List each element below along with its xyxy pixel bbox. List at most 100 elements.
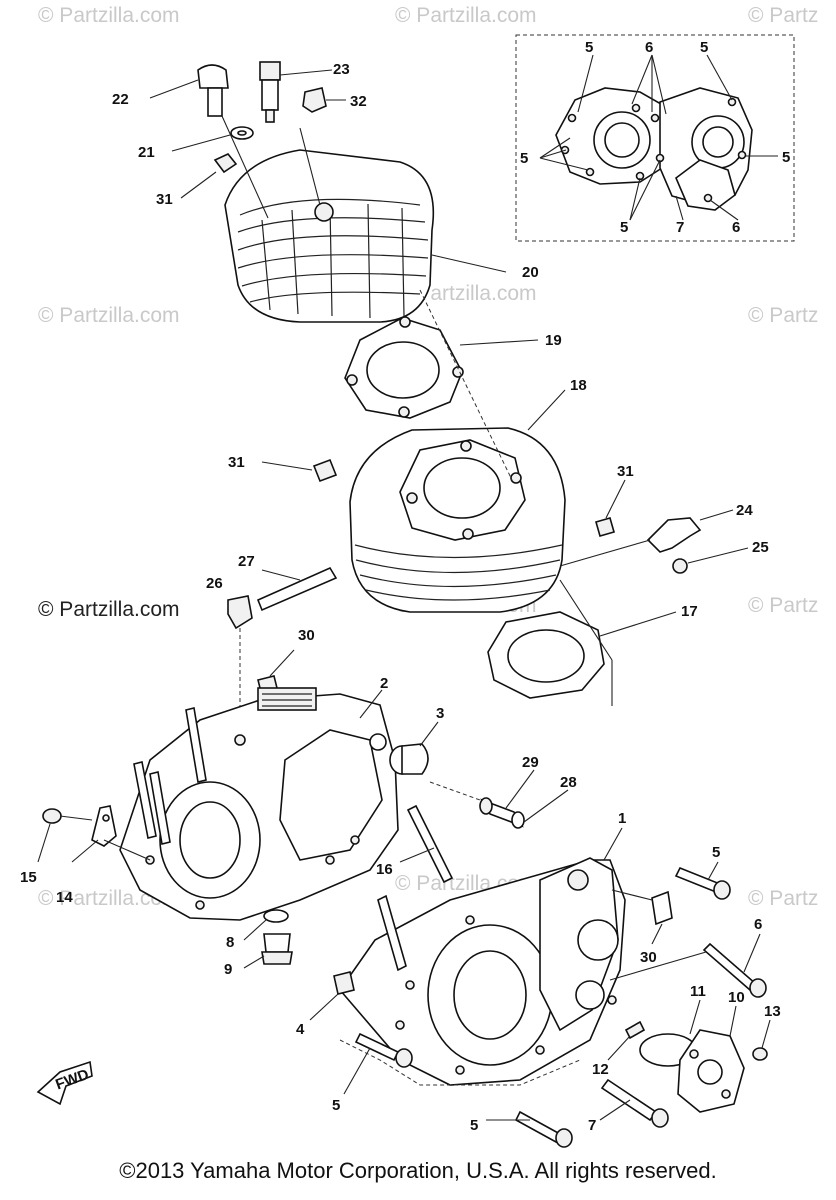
stud-axis-line <box>419 289 513 481</box>
label-4: 4 <box>296 1021 305 1038</box>
watermark-dark: © Partzilla.com <box>38 598 180 621</box>
bolt-5-upper-right <box>674 861 731 900</box>
bolt-5-lower-left <box>343 1032 413 1095</box>
label-20: 20 <box>522 264 539 281</box>
label-30: 30 <box>640 949 657 966</box>
label-31: 31 <box>617 463 634 480</box>
watermark: © Partz <box>748 304 818 327</box>
bolt-7 <box>599 1078 669 1128</box>
label-30: 30 <box>298 627 315 644</box>
inset-frame <box>515 34 795 242</box>
label-7: 7 <box>676 219 684 236</box>
pin-12 <box>624 1020 646 1040</box>
pipe-27 <box>256 566 338 612</box>
label-13: 13 <box>764 1003 781 1020</box>
stud-16 <box>406 804 454 884</box>
label-29: 29 <box>522 754 539 771</box>
cylinder-18 <box>349 289 566 613</box>
reed-block <box>257 687 317 711</box>
watermark: © Partzilla.com <box>38 4 180 27</box>
bolt-5-lower-mid <box>486 1110 573 1148</box>
crankcase-inset <box>515 34 795 242</box>
label-6: 6 <box>732 219 740 236</box>
label-3: 3 <box>436 705 444 722</box>
label-26: 26 <box>206 575 223 592</box>
label-5: 5 <box>520 150 528 167</box>
inset-bore-right-inner <box>702 126 734 158</box>
label-16: 16 <box>376 861 393 878</box>
label-1: 1 <box>618 810 626 827</box>
forward-direction-arrow-icon: FWD <box>36 1060 93 1106</box>
cylinder-bore <box>423 457 501 519</box>
inset-bore-left-inner <box>604 122 640 158</box>
shaft-28 <box>429 769 569 829</box>
cover-10 <box>677 1005 745 1113</box>
watermark: © Partz <box>748 4 818 27</box>
spark-plug-23-top <box>259 61 281 81</box>
dowel-4 <box>333 971 355 995</box>
spark-plug-23-tip <box>265 109 275 123</box>
label-23: 23 <box>333 61 350 78</box>
spark-plug-23-body <box>261 79 279 111</box>
label-7: 7 <box>588 1117 596 1134</box>
label-5: 5 <box>712 844 720 861</box>
label-31: 31 <box>156 191 173 208</box>
bolt-22-shank <box>207 87 223 117</box>
dowel-30-right <box>651 890 673 926</box>
label-27: 27 <box>238 553 255 570</box>
label-18: 18 <box>570 377 587 394</box>
label-8: 8 <box>226 934 234 951</box>
label-5: 5 <box>470 1117 478 1134</box>
spark-plug-hole <box>314 202 334 222</box>
watermark: © Partz <box>748 887 818 910</box>
watermark: © Partzilla.com <box>395 4 537 27</box>
cylinder-head-fins <box>237 198 429 319</box>
label-11: 11 <box>690 983 706 1000</box>
label-6: 6 <box>754 916 762 933</box>
part-number-labels: 5 6 5 5 5 5 7 6 22 23 32 21 31 20 19 18 … <box>20 39 790 1134</box>
label-6: 6 <box>645 39 653 56</box>
crankcase-left-2 <box>119 687 399 921</box>
label-21: 21 <box>138 144 155 161</box>
label-24: 24 <box>736 502 753 519</box>
label-10: 10 <box>728 989 745 1006</box>
label-9: 9 <box>224 961 232 978</box>
label-5: 5 <box>620 219 628 236</box>
stud-right <box>377 894 407 972</box>
drain-plug-9 <box>243 909 293 969</box>
label-5: 5 <box>332 1097 340 1114</box>
cylinder-head-assembly <box>149 61 507 323</box>
label-14: 14 <box>56 889 73 906</box>
label-19: 19 <box>545 332 562 349</box>
gear-cavity-left <box>279 729 383 861</box>
bolt-25 <box>672 558 688 574</box>
label-5: 5 <box>782 149 790 166</box>
bolt-13 <box>752 1047 768 1061</box>
inset-cover <box>675 159 736 211</box>
washer-8 <box>263 909 289 923</box>
label-25: 25 <box>752 539 769 556</box>
bearing-3 <box>389 721 439 775</box>
bolt-22-head <box>197 64 229 89</box>
head-leaders <box>149 69 507 273</box>
studs-left <box>133 707 207 845</box>
label-22: 22 <box>112 91 129 108</box>
bracket-24 <box>646 517 702 553</box>
fwd-label: FWD <box>53 1066 91 1094</box>
inset-leaders <box>539 54 778 221</box>
label-12: 12 <box>592 1061 609 1078</box>
base-gasket-17 <box>487 579 677 706</box>
inset-bolts <box>560 97 747 203</box>
crankcase-right-1 <box>338 827 626 1086</box>
head-gasket-19 <box>344 316 539 419</box>
label-2: 2 <box>380 675 388 692</box>
bracket-14 <box>91 805 117 847</box>
dowel-31-right <box>595 517 615 537</box>
watermark: © Partzilla.com <box>38 304 180 327</box>
label-15: 15 <box>20 869 37 886</box>
dowel-31-left <box>312 458 338 483</box>
dowel-31-upper <box>213 153 238 174</box>
label-31: 31 <box>228 454 245 471</box>
label-5: 5 <box>585 39 593 56</box>
watermark: © Partz <box>748 594 818 617</box>
